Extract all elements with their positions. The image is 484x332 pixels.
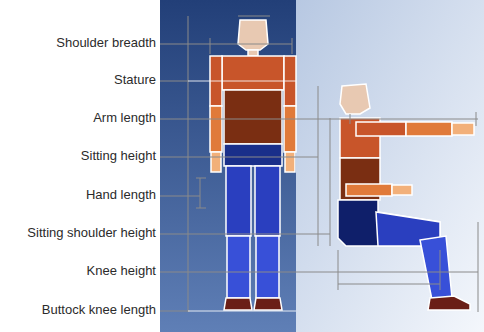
- measure-label: Sitting height: [81, 148, 156, 164]
- measure-label: Stature: [114, 72, 156, 88]
- measure-label: Buttock knee length: [42, 302, 156, 318]
- measure-label: Knee height: [87, 263, 156, 279]
- measure-label: Arm length: [93, 110, 156, 126]
- measure-label: Sitting shoulder height: [27, 225, 156, 241]
- measure-label: Shoulder breadth: [56, 35, 156, 51]
- measure-label: Hand length: [86, 187, 156, 203]
